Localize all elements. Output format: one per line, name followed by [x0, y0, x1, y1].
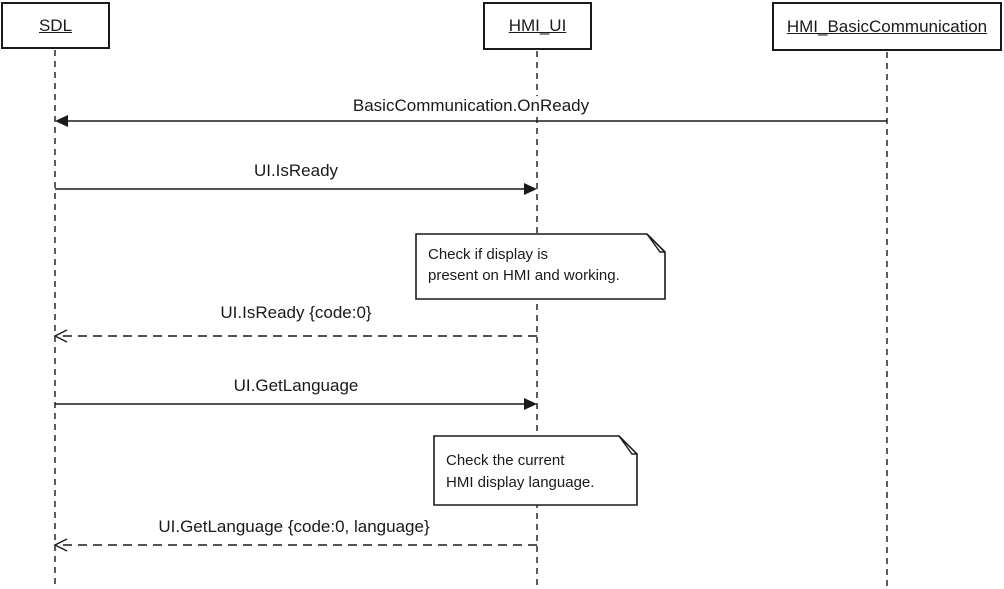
note-line: Check the current	[446, 452, 565, 469]
actor-sdl: SDL	[1, 2, 110, 49]
note-line: HMI display language.	[446, 474, 595, 491]
note-text: Check if display is present on HMI and w…	[428, 244, 620, 286]
note-line: Check if display is	[428, 246, 549, 263]
actor-hmi-basiccommunication: HMI_BasicCommunication	[772, 2, 1002, 51]
actor-hmi-ui: HMI_UI	[483, 2, 592, 50]
actor-sdl-label: SDL	[38, 15, 73, 35]
message-label-getlanguage-response: UI.GetLanguage {code:0, language}	[153, 517, 435, 537]
note-line: present on HMI and working.	[428, 267, 620, 284]
message-arrow-getlanguage	[55, 398, 537, 410]
note-shape	[433, 435, 638, 506]
message-arrow-getlanguage-response	[53, 538, 537, 552]
note-shape	[415, 233, 666, 300]
message-label-isready-response: UI.IsReady {code:0}	[215, 303, 377, 323]
actor-hmi-ui-label: HMI_UI	[508, 16, 567, 35]
message-label-onready: BasicCommunication.OnReady	[347, 96, 595, 116]
message-arrow-onready	[55, 115, 887, 127]
message-arrow-isready-response	[53, 329, 537, 343]
message-arrow-isready	[55, 183, 537, 195]
actor-hmi-basiccommunication-label: HMI_BasicCommunication	[786, 16, 988, 36]
message-label-getlanguage: UI.GetLanguage	[228, 376, 364, 396]
note-language-check: Check the current HMI display language.	[433, 435, 638, 506]
message-label-isready: UI.IsReady	[248, 161, 344, 181]
note-text: Check the current HMI display language.	[446, 450, 594, 494]
note-display-check: Check if display is present on HMI and w…	[415, 233, 666, 300]
